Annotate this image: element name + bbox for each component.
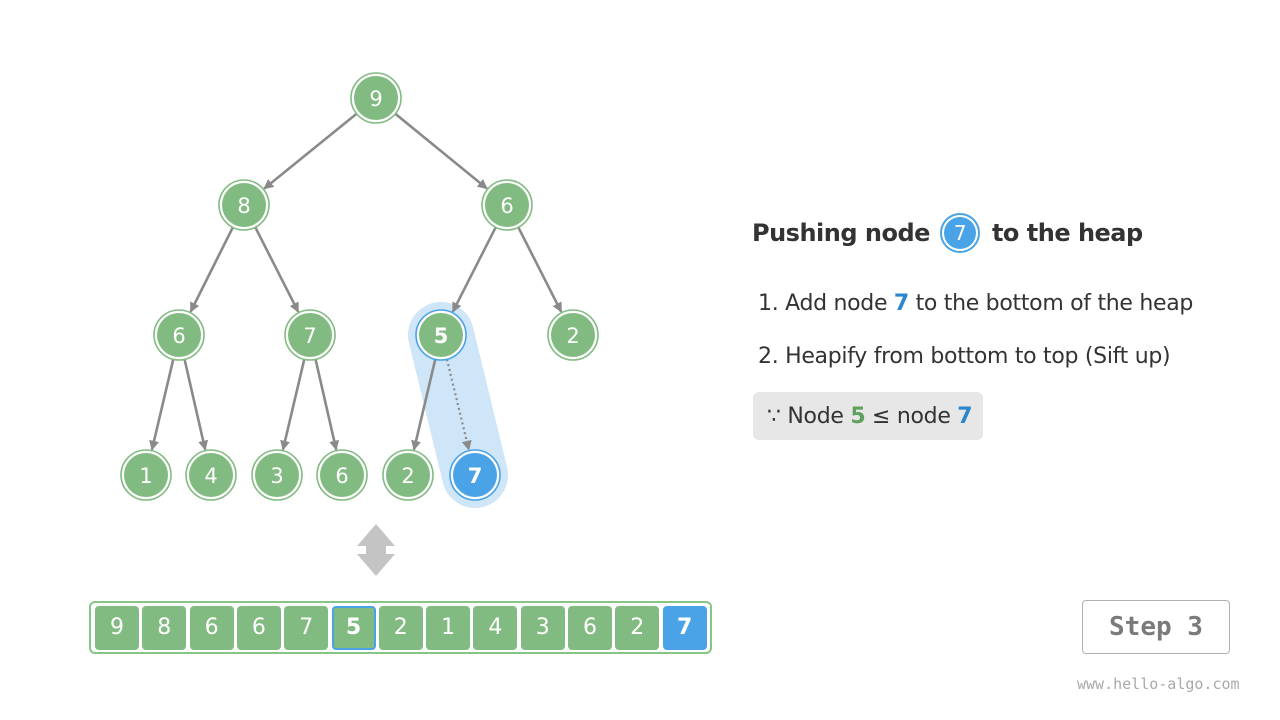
tree-node-0: 9 bbox=[350, 72, 402, 124]
tree-edge-2-6 bbox=[517, 226, 563, 313]
tree-node-7: 1 bbox=[120, 449, 172, 501]
because-right-value: 7 bbox=[957, 403, 973, 429]
array-cell-10: 6 bbox=[568, 606, 612, 650]
tree-edge-4-9 bbox=[280, 359, 306, 451]
tree-node-5: 5 bbox=[415, 309, 467, 361]
tree-node-6: 2 bbox=[547, 309, 599, 361]
tree-node-1: 8 bbox=[218, 179, 270, 231]
step-one-node: 7 bbox=[893, 291, 909, 316]
tree-node-4: 7 bbox=[284, 309, 336, 361]
tree-node-10: 6 bbox=[316, 449, 368, 501]
array-cell-6: 2 bbox=[378, 606, 423, 650]
tree-node-value: 5 bbox=[434, 324, 449, 348]
tree-node-value: 4 bbox=[204, 464, 217, 488]
because-left-value: 5 bbox=[850, 403, 866, 429]
step-two-text: 2. Heapify from bottom to top (Sift up) bbox=[758, 344, 1171, 369]
tree-node-value: 6 bbox=[172, 324, 185, 348]
array-cell-2: 6 bbox=[189, 606, 234, 650]
tree-node-2: 6 bbox=[481, 179, 533, 231]
because-operator: ≤ node bbox=[872, 403, 951, 429]
tree-edge-5-12 bbox=[445, 359, 472, 451]
array-cell-3: 6 bbox=[236, 606, 281, 650]
step-indicator-button[interactable]: Step 3 bbox=[1082, 600, 1230, 654]
array-cell-4: 7 bbox=[284, 606, 329, 650]
tree-node-value: 7 bbox=[303, 324, 316, 348]
array-cell-0: 9 bbox=[95, 606, 139, 650]
tree-node-value: 2 bbox=[566, 324, 579, 348]
tree-node-3: 6 bbox=[153, 309, 205, 361]
tree-node-value: 7 bbox=[468, 464, 483, 488]
tree-node-11: 2 bbox=[382, 449, 434, 501]
tree-node-value: 6 bbox=[500, 194, 513, 218]
title-suffix: to the heap bbox=[991, 219, 1143, 247]
step-one-prefix: 1. Add node bbox=[758, 291, 888, 316]
tree-node-8: 4 bbox=[185, 449, 237, 501]
tree-edge-0-2 bbox=[394, 112, 488, 190]
array-cell-12: 7 bbox=[662, 606, 707, 650]
tree-edge-5-11 bbox=[411, 359, 437, 451]
tree-edge-3-7 bbox=[149, 359, 175, 451]
array-cell-1: 8 bbox=[142, 606, 187, 650]
array-cell-11: 2 bbox=[615, 606, 660, 650]
tree-node-value: 8 bbox=[237, 194, 250, 218]
array-cell-8: 4 bbox=[473, 606, 518, 650]
tree-edge-0-1 bbox=[263, 112, 358, 190]
title-node-value: 7 bbox=[943, 217, 976, 249]
title-prefix: Pushing node bbox=[752, 219, 930, 247]
panel-title: Pushing node 7 to the heap bbox=[752, 213, 1143, 253]
tree-node-value: 1 bbox=[139, 464, 152, 488]
title-node-badge: 7 bbox=[939, 213, 980, 253]
step-one-text: 1. Add node 7 to the bottom of the heap bbox=[758, 291, 1193, 316]
because-prefix: ∵ Node bbox=[767, 403, 844, 429]
tree-node-value: 6 bbox=[335, 464, 348, 488]
tree-edge-3-8 bbox=[183, 359, 209, 451]
comparison-note: ∵ Node 5 ≤ node 7 bbox=[753, 392, 983, 440]
tree-edge-1-4 bbox=[254, 226, 300, 313]
site-watermark: www.hello-algo.com bbox=[1077, 675, 1240, 693]
tree-node-value: 9 bbox=[369, 87, 382, 111]
tree-node-9: 3 bbox=[251, 449, 303, 501]
array-cell-5: 5 bbox=[331, 606, 376, 650]
array-cell-9: 3 bbox=[520, 606, 565, 650]
tree-node-value: 2 bbox=[401, 464, 414, 488]
array-cell-7: 1 bbox=[426, 606, 471, 650]
tree-node-value: 3 bbox=[270, 464, 283, 488]
tree-edge-1-3 bbox=[189, 226, 234, 313]
updown-arrow-icon bbox=[357, 524, 395, 576]
tree-edge-2-5 bbox=[451, 226, 497, 313]
tree-edge-4-10 bbox=[314, 359, 340, 451]
tree-node-12: 7 bbox=[449, 449, 501, 501]
step-one-suffix: to the bottom of the heap bbox=[915, 291, 1194, 316]
